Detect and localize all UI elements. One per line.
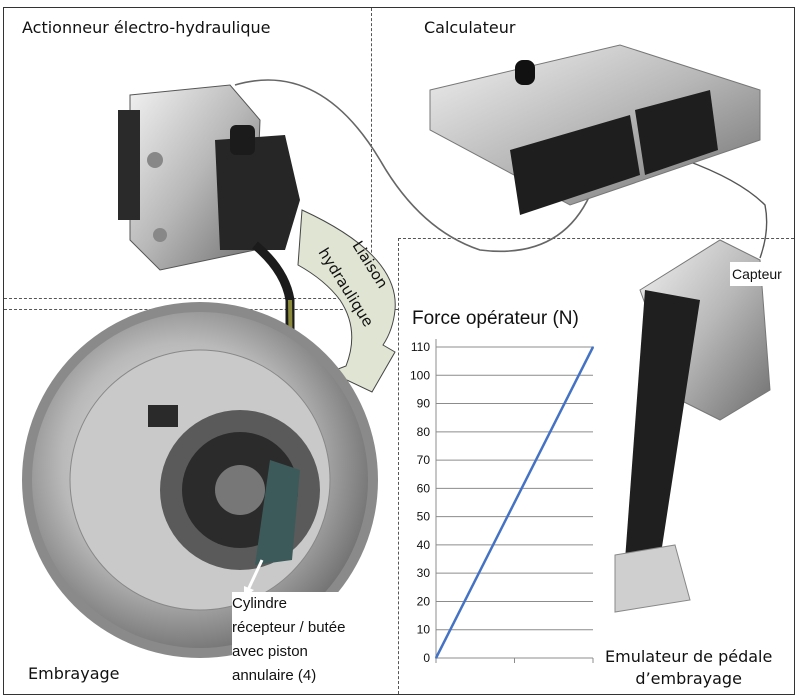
- ecu-illustration: [429, 44, 761, 215]
- slave-cylinder-line-2: récepteur / butée: [232, 619, 346, 636]
- y-tick-label: 30: [417, 566, 431, 580]
- divider-vertical-top: [371, 8, 372, 298]
- actuator-illustration: [118, 84, 300, 431]
- slave-cylinder-label: Cylindre récepteur / butée avec piston a…: [232, 592, 350, 688]
- y-tick-label: 70: [417, 453, 431, 467]
- y-tick-label: 20: [417, 594, 431, 608]
- actuator-label: Actionneur électro-hydraulique: [22, 18, 271, 37]
- y-tick-label: 10: [417, 623, 431, 637]
- y-tick-label: 80: [417, 425, 431, 439]
- slave-cylinder-line-4: annulaire (4): [232, 667, 317, 684]
- pedal-emulator-line-1: Emulateur de pédale: [605, 647, 773, 666]
- slave-cylinder-line-3: avec piston: [232, 643, 308, 660]
- y-tick-label: 90: [417, 397, 431, 411]
- divider-horizontal-right: [398, 238, 794, 239]
- divider-horizontal-left: [4, 298, 371, 299]
- chart-title: Force opérateur (N): [412, 308, 579, 329]
- divider-vertical-bottom: [398, 238, 399, 694]
- y-tick-label: 0: [423, 651, 430, 665]
- clutch-label: Embrayage: [28, 664, 120, 683]
- series-line-force: [434, 346, 595, 659]
- y-tick-label: 50: [417, 510, 431, 524]
- y-tick-label: 60: [417, 481, 431, 495]
- diagram-frame: [3, 7, 795, 695]
- y-tick-label: 40: [417, 538, 431, 552]
- wire-ecu-sensor: [684, 159, 768, 259]
- ecu-label: Calculateur: [424, 18, 516, 37]
- sensor-label: Capteur: [730, 262, 784, 286]
- wire-actuator-ecu: [234, 79, 591, 253]
- clutch-illustration: [22, 302, 378, 658]
- y-tick-label: 100: [410, 368, 430, 382]
- y-tick-label: 110: [411, 340, 430, 354]
- slave-cylinder-line-1: Cylindre: [232, 595, 288, 612]
- pedal-emulator-line-2: d’embrayage: [635, 669, 742, 688]
- data-point: [592, 346, 594, 348]
- pedal-emulator-label: Emulateur de pédale d’embrayage: [605, 646, 772, 690]
- data-point: [435, 657, 437, 659]
